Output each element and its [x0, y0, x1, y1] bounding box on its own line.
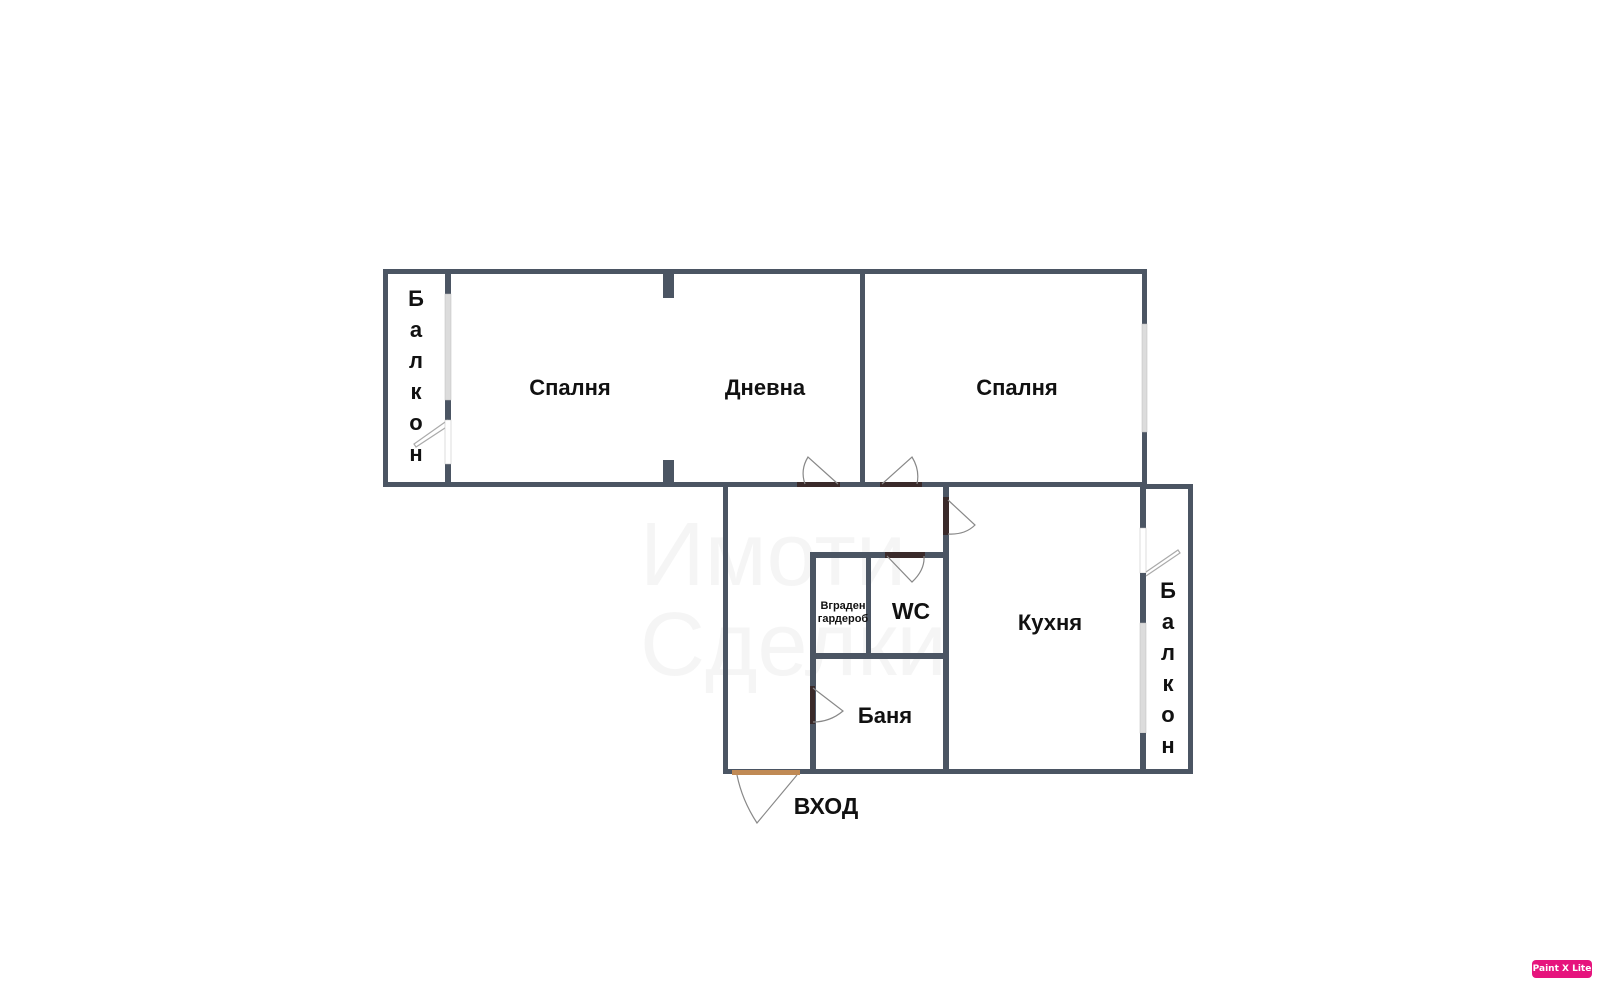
wc-label: WC [892, 598, 930, 624]
entrance-door [732, 770, 800, 775]
walls [383, 269, 1193, 774]
bedroom-1-label: Спалня [529, 375, 611, 400]
kitchen-label: Кухня [1018, 610, 1082, 635]
doors [413, 419, 1181, 825]
watermark-line-2: Сделки [640, 595, 947, 695]
entrance-label: ВХОД [794, 793, 858, 819]
wardrobe-label-line-2: гардероб [818, 613, 869, 625]
wardrobe-label-line-1: Вграден [820, 600, 865, 612]
bedroom-2-label: Спалня [976, 375, 1058, 400]
living-room-label: Дневна [725, 375, 806, 400]
app-badge: Paint X Lite [1532, 960, 1592, 978]
bathroom-label: Баня [858, 703, 912, 728]
